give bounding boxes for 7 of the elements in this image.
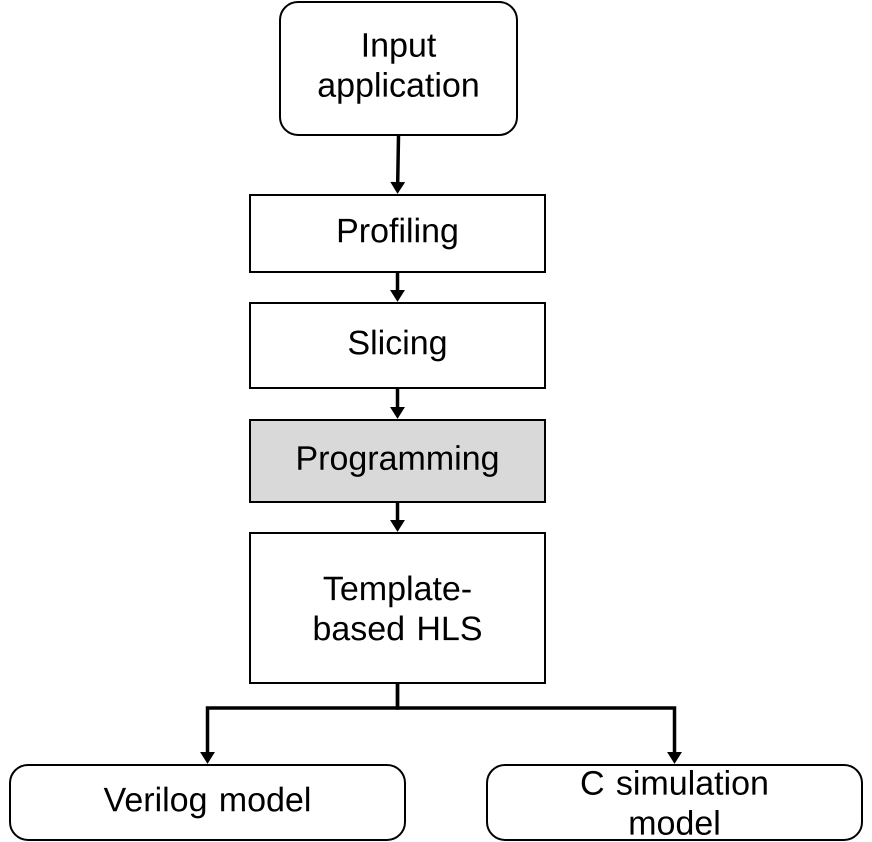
rounded-box: Verilog model bbox=[9, 764, 406, 841]
rounded-box: C simulation model bbox=[486, 764, 863, 841]
rounded-box: Input application bbox=[279, 1, 518, 136]
process-box: Profiling bbox=[249, 194, 546, 273]
process-box: Template-based HLS bbox=[249, 532, 546, 684]
process-box: Programming bbox=[249, 419, 546, 503]
process-box: Slicing bbox=[249, 302, 546, 389]
